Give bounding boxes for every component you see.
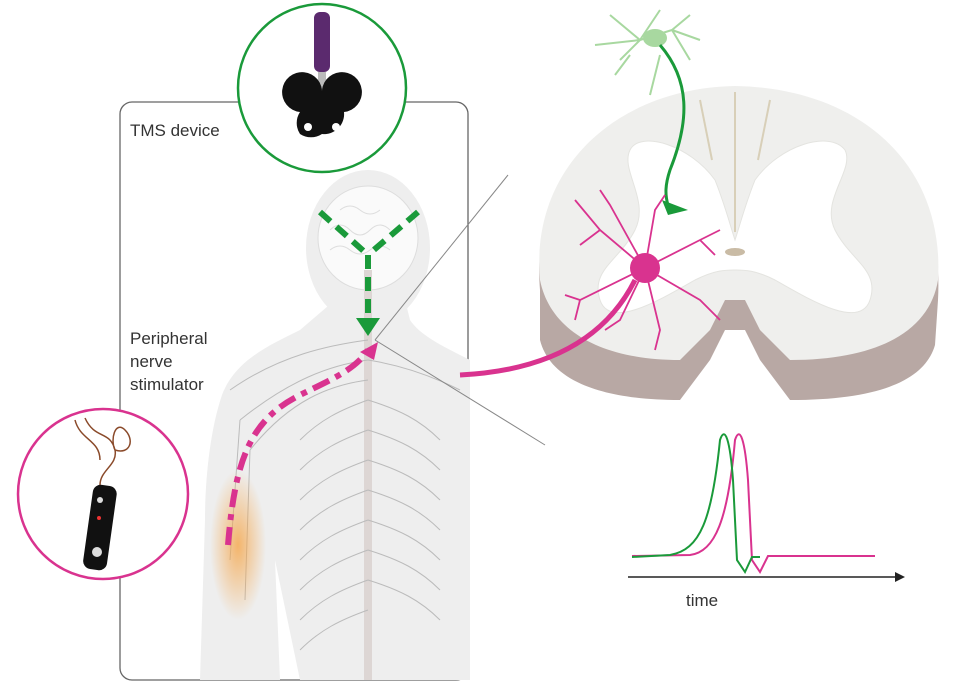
waveform-magenta — [631, 433, 875, 574]
corticospinal-axon — [658, 44, 686, 206]
tms-coil-icon — [282, 72, 362, 138]
central-canal — [725, 248, 745, 256]
upper-motor-neuron — [594, 9, 701, 96]
peripheral-label-line3: stimulator — [130, 375, 204, 394]
waveform-green — [631, 433, 760, 575]
spinal-column — [364, 270, 372, 680]
tms-pathway-arrow — [317, 209, 420, 320]
peripheral-stimulator-inset — [16, 407, 190, 581]
peripheral-arrow-head — [360, 342, 378, 360]
tms-device-inset — [236, 2, 408, 174]
stimulation-glow — [210, 470, 266, 620]
peripheral-label-line2: nerve — [130, 352, 173, 371]
tms-arrow-head — [356, 318, 380, 336]
stimulator-device-icon — [83, 484, 117, 571]
tms-device-label: TMS device — [130, 121, 220, 140]
peripheral-pathway-arrow — [225, 348, 371, 546]
time-axis-arrowhead — [895, 572, 905, 582]
mep-waveform-graph — [628, 433, 905, 582]
motor-neuron — [459, 189, 721, 378]
tms-coil-handle — [314, 12, 330, 72]
synapse-terminal — [662, 200, 688, 215]
human-body — [200, 170, 470, 680]
spinal-cord-cross-section — [539, 86, 939, 400]
peripheral-label-line1: Peripheral — [130, 329, 208, 348]
time-axis-label: time — [686, 591, 719, 610]
